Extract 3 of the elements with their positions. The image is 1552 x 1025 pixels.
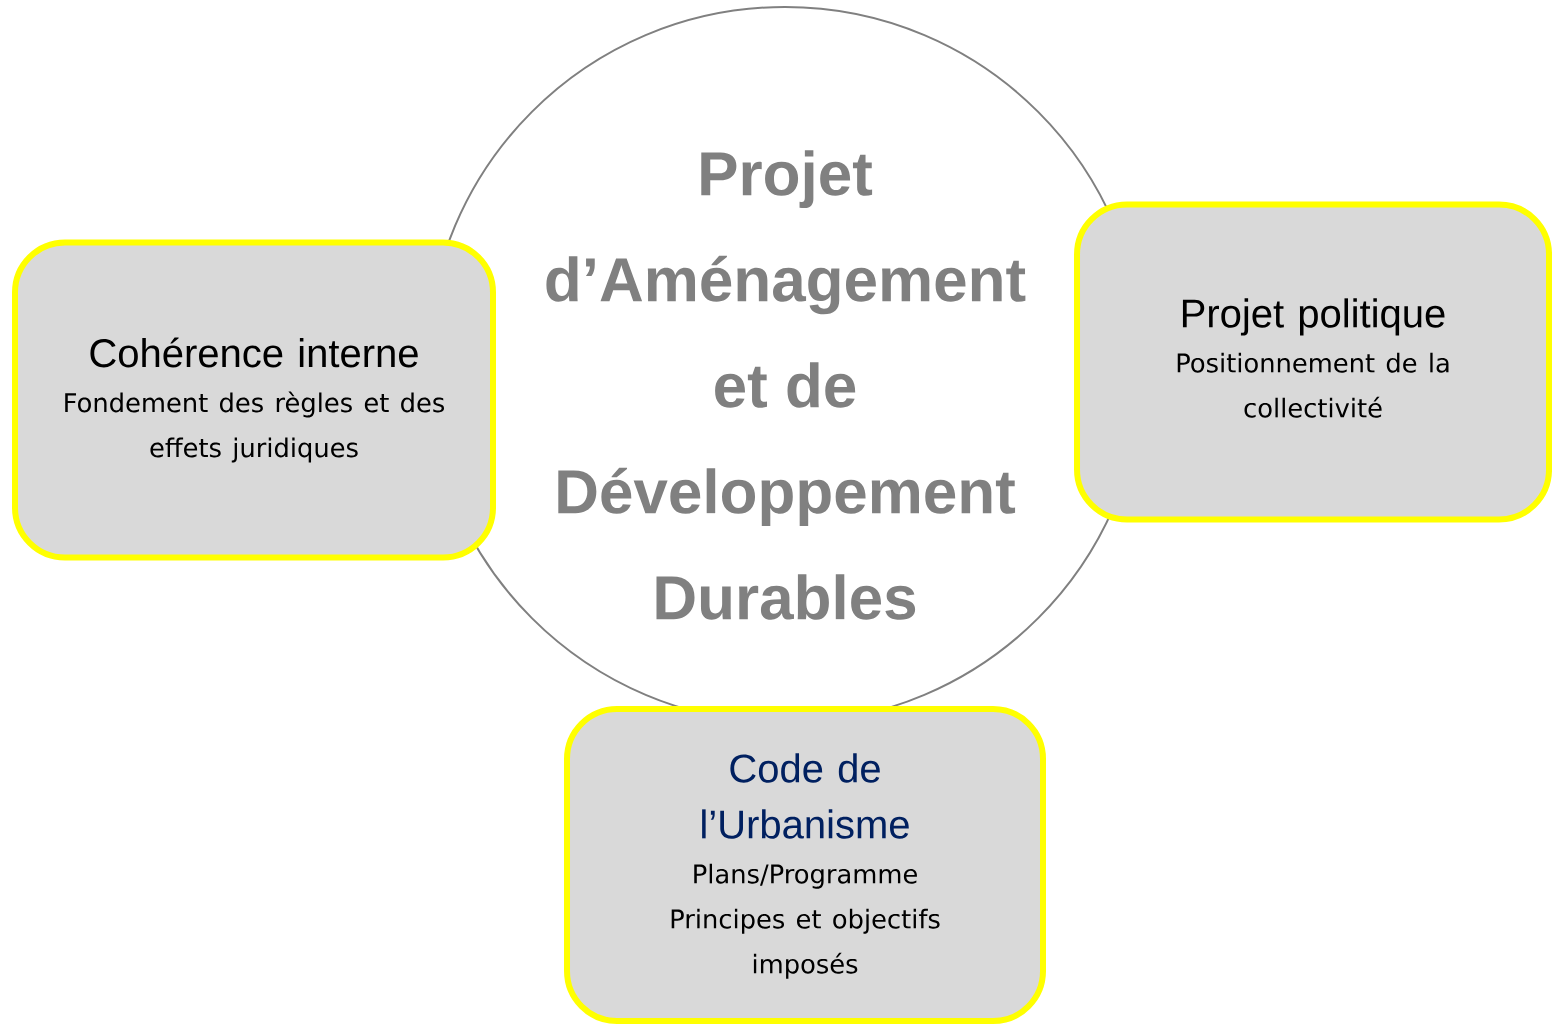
text-box: Cohérence interne Fondement des règles et des effets juridiques	[12, 239, 496, 561]
text-box: Projet politique Positionnement de la collectivité	[1074, 201, 1552, 523]
text-box: Code de l’Urbanisme Plans/Programme Principes et objectifs imposés	[564, 706, 1046, 1024]
